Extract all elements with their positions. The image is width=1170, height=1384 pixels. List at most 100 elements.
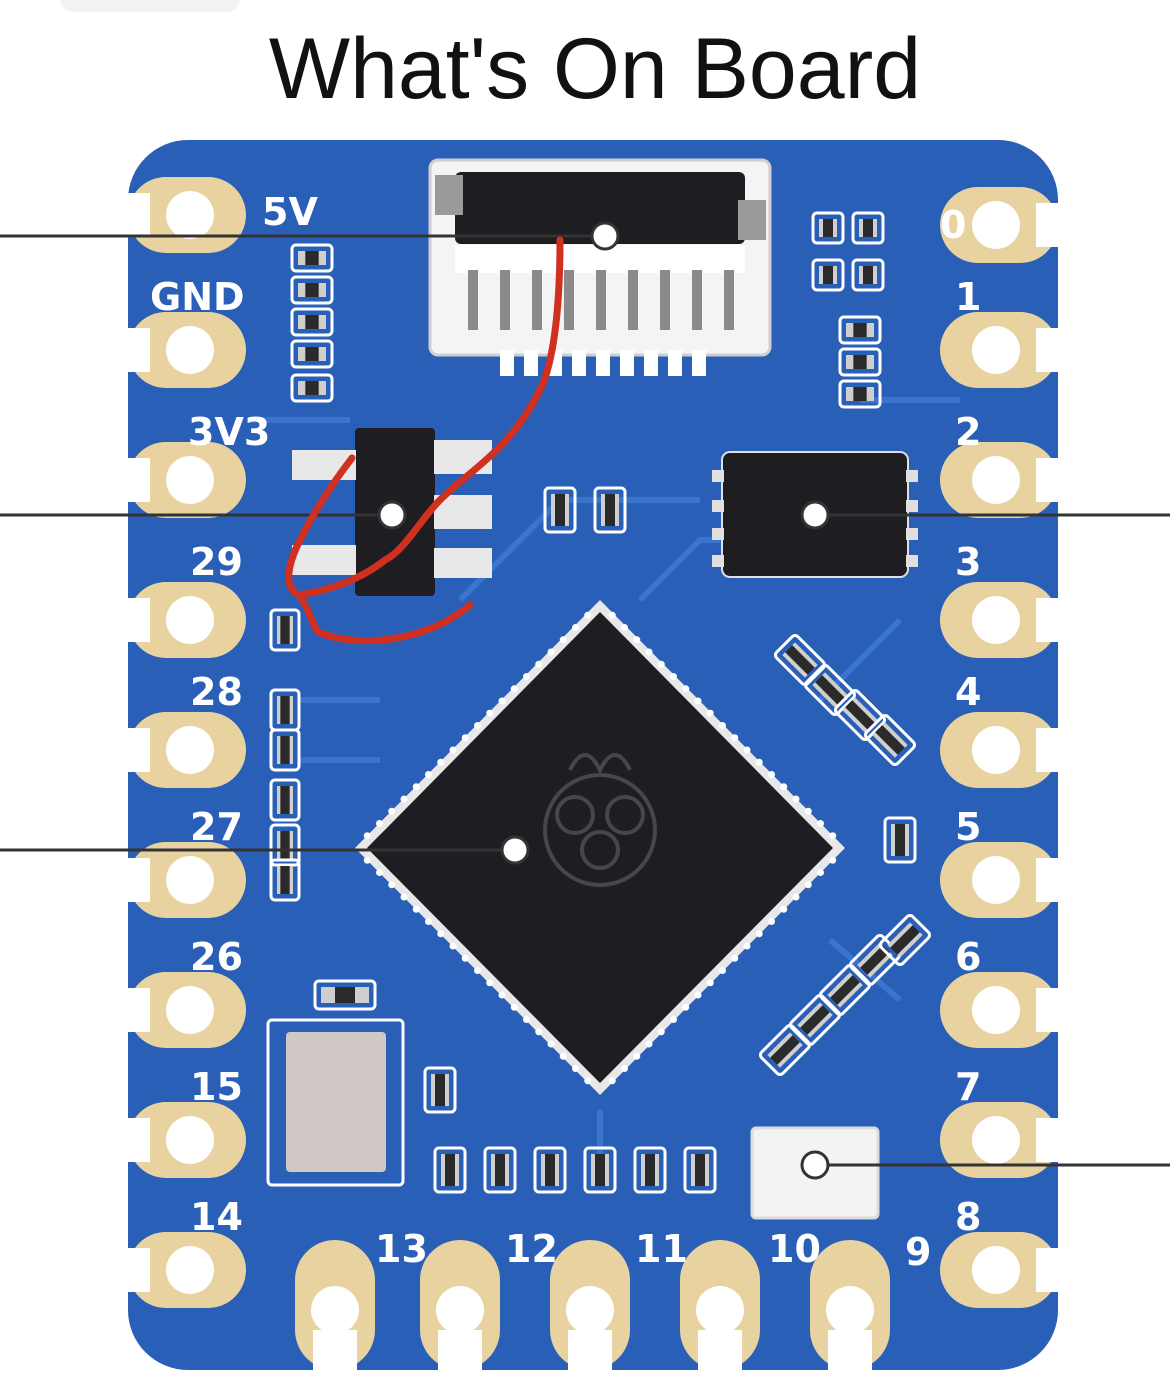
chip-pin	[682, 685, 690, 693]
smd-part	[811, 258, 845, 292]
pad-hole	[972, 856, 1020, 904]
pad-hole	[972, 201, 1020, 249]
usb-pin	[692, 270, 702, 330]
pad-cut	[828, 1330, 872, 1384]
chip-pin	[694, 991, 702, 999]
pad-hole	[166, 596, 214, 644]
chip-pin	[657, 1028, 665, 1036]
smd-part	[878, 913, 932, 967]
chip-pin	[498, 697, 506, 705]
pad-hole	[311, 1286, 359, 1334]
chip-pin	[633, 636, 641, 644]
usb-pin	[724, 270, 734, 330]
usb-pin	[596, 270, 606, 330]
pin-label-left: 28	[190, 670, 243, 714]
pin-label-left: 15	[190, 1065, 243, 1109]
chip-pin	[547, 1040, 555, 1048]
pin-label-bottom: 11	[635, 1227, 688, 1271]
smd-part	[269, 608, 301, 652]
castellated-pads	[110, 177, 1076, 1384]
smd-part	[788, 993, 842, 1047]
pad-hole	[166, 1116, 214, 1164]
smd-part	[290, 339, 334, 369]
chip-pin	[449, 942, 457, 950]
chip-pin	[743, 942, 751, 950]
pad-cut	[110, 1248, 150, 1292]
usb-pin	[500, 270, 510, 330]
chip-pin	[449, 746, 457, 754]
chip-pin	[425, 771, 432, 778]
pad-hole	[166, 986, 214, 1034]
pin-label-bottom: 12	[505, 1227, 558, 1271]
chip-pin	[780, 783, 788, 791]
chip-pin	[731, 734, 739, 742]
chip-pin	[608, 1077, 616, 1085]
chip-pin	[584, 611, 592, 619]
pin-label-left: 29	[190, 540, 243, 584]
pad-cut	[698, 1330, 742, 1384]
flash-memory-dot	[800, 500, 830, 530]
chip-pin	[510, 1003, 518, 1011]
pad-hole	[166, 191, 214, 239]
pad-hole	[696, 1286, 744, 1334]
usb-solder-pin	[668, 350, 682, 376]
pad-hole	[972, 456, 1020, 504]
pad-cut	[1036, 328, 1076, 372]
usb-solder-pin	[596, 350, 610, 376]
chip-pin	[755, 758, 763, 766]
pad-cut	[313, 1330, 357, 1384]
pin-label-right: 6	[955, 935, 981, 979]
raspberry-logo-icon	[543, 753, 657, 887]
pad-cut	[110, 328, 150, 372]
usb-pin	[468, 270, 478, 330]
chip-pin	[768, 771, 775, 778]
chip-pin	[657, 660, 665, 668]
smd-part	[593, 486, 627, 534]
usb-pins	[468, 270, 734, 376]
top-left-tab	[60, 0, 240, 12]
pin-label-right: 4	[955, 670, 981, 714]
pad-cut	[110, 598, 150, 642]
pad-cut	[1036, 1248, 1076, 1292]
smd-part	[833, 688, 887, 742]
pad-cut	[110, 988, 150, 1032]
smd-part	[269, 728, 301, 772]
chip-pin	[437, 758, 445, 766]
chip-pin	[547, 648, 555, 656]
pin-label-right: 7	[955, 1065, 981, 1109]
pin-label-right: 0	[940, 203, 966, 247]
smd-part	[269, 823, 301, 867]
pin-label-right: 2	[955, 410, 981, 454]
chip-pin	[486, 709, 494, 717]
smd-part	[313, 979, 377, 1011]
pin-label-right: 3	[955, 540, 981, 584]
smd-part	[269, 778, 301, 822]
chip-pin	[474, 967, 481, 974]
pad-cut	[110, 728, 150, 772]
smd-part	[838, 379, 882, 409]
chip-pin	[376, 820, 383, 827]
smd-part	[773, 633, 827, 687]
chip-pin	[792, 795, 800, 803]
pad-hole	[972, 1116, 1020, 1164]
pin-label-left: 5V	[262, 190, 318, 234]
chip-pin	[829, 832, 837, 840]
pad-hole	[972, 726, 1020, 774]
usb-solder-pin	[524, 350, 538, 376]
chip-pin	[559, 636, 567, 644]
chip-pin	[817, 820, 824, 827]
pad-cut	[110, 858, 150, 902]
chip-pin	[706, 979, 714, 987]
pad-cut	[110, 193, 150, 237]
chip-pin	[645, 648, 653, 656]
pad-hole	[972, 596, 1020, 644]
pin-label-right: 5	[955, 805, 981, 849]
chip-pin	[755, 930, 763, 938]
smd-components	[269, 211, 932, 1194]
usb-solder-pin	[500, 350, 514, 376]
chip-pin	[694, 697, 702, 705]
usb-pin	[628, 270, 638, 330]
smd-part	[803, 663, 857, 717]
pad-hole	[972, 326, 1020, 374]
